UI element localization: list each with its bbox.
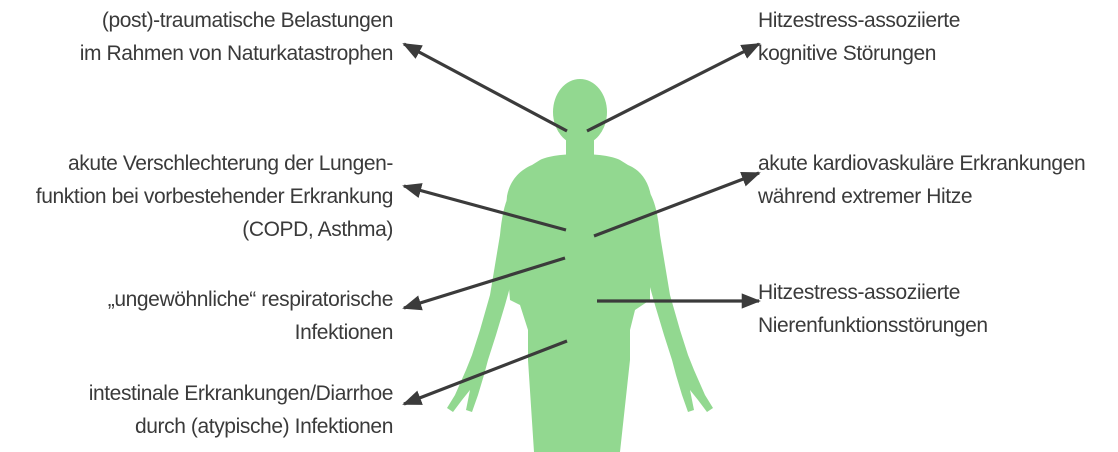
label-resp-line1: „ungewöhnliche“ respiratorische	[108, 283, 393, 316]
label-lung: akute Verschlechterung der Lungen- funkt…	[36, 147, 393, 246]
arrow-trauma	[404, 44, 567, 131]
label-cardio-line1: akute kardiovaskuläre Erkrankungen	[758, 147, 1085, 180]
label-intest-line2: durch (atypische) Infektionen	[89, 410, 393, 443]
label-trauma: (post)-traumatische Belastungen im Rahme…	[80, 4, 393, 70]
human-silhouette	[447, 79, 713, 452]
label-cognitive: Hitzestress-assoziierte kognitive Störun…	[758, 4, 960, 70]
arrow-cognit	[587, 44, 759, 131]
label-cardio-line2: während extremer Hitze	[758, 180, 1085, 213]
label-cognit-line2: kognitive Störungen	[758, 37, 960, 70]
label-resp-line2: Infektionen	[108, 316, 393, 349]
label-renal-line2: Nierenfunktionsstörungen	[758, 309, 988, 342]
label-lung-line1: akute Verschlechterung der Lungen-	[36, 147, 393, 180]
label-cardiovascular: akute kardiovaskuläre Erkrankungen währe…	[758, 147, 1085, 213]
label-cognit-line1: Hitzestress-assoziierte	[758, 4, 960, 37]
label-respiratory: „ungewöhnliche“ respiratorische Infektio…	[108, 283, 393, 349]
label-renal: Hitzestress-assoziierte Nierenfunktionss…	[758, 276, 988, 342]
label-trauma-line2: im Rahmen von Naturkatastrophen	[80, 37, 393, 70]
label-intestinal: intestinale Erkrankungen/Diarrhoe durch …	[89, 377, 393, 443]
label-intest-line1: intestinale Erkrankungen/Diarrhoe	[89, 377, 393, 410]
label-trauma-line1: (post)-traumatische Belastungen	[80, 4, 393, 37]
label-lung-line2: funktion bei vorbestehender Erkrankung	[36, 180, 393, 213]
label-renal-line1: Hitzestress-assoziierte	[758, 276, 988, 309]
label-lung-line3: (COPD, Asthma)	[36, 213, 393, 246]
